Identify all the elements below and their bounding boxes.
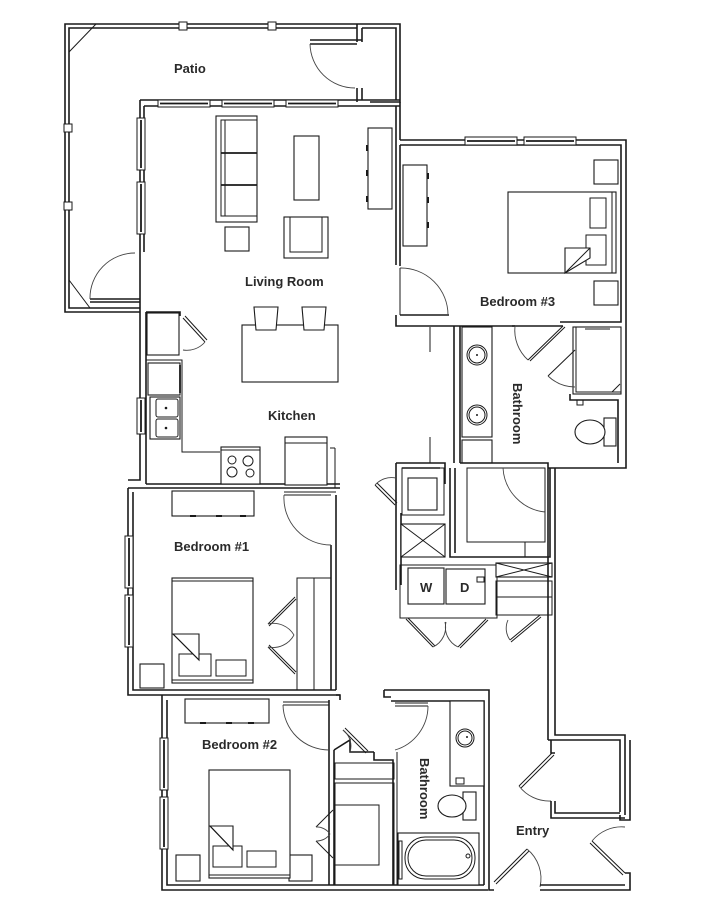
room-label-bedroom-3: Bedroom #3: [480, 294, 555, 309]
laundry-area: W D: [374, 462, 553, 649]
room-label-hall-bathroom: Bathroom: [417, 758, 432, 819]
room-label-bedroom-1: Bedroom #1: [174, 539, 249, 554]
room-label-bedroom-2: Bedroom #2: [202, 737, 277, 752]
room-label-master-bathroom: Bathroom: [510, 383, 525, 444]
bedroom-3-area: [395, 136, 627, 469]
corridor-walls: [547, 468, 626, 815]
bedroom-2-area: [159, 695, 488, 891]
washer-label: W: [420, 580, 433, 595]
kitchen-island: [241, 306, 339, 383]
living-furniture: [215, 115, 393, 259]
living-kitchen-walls: [128, 99, 431, 489]
entry-area: [488, 740, 631, 891]
room-label-entry: Entry: [516, 823, 550, 838]
kitchen-counters: [146, 359, 336, 488]
master-bathroom-area: [453, 325, 622, 468]
bedroom-1-area: [124, 488, 340, 696]
room-label-living-room: Living Room: [245, 274, 324, 289]
hall-bathroom-area: [333, 689, 490, 886]
dryer-label: D: [460, 580, 469, 595]
pantry: [146, 311, 208, 356]
patio-area: [63, 21, 401, 313]
room-label-patio: Patio: [174, 61, 206, 76]
room-label-kitchen: Kitchen: [268, 408, 316, 423]
